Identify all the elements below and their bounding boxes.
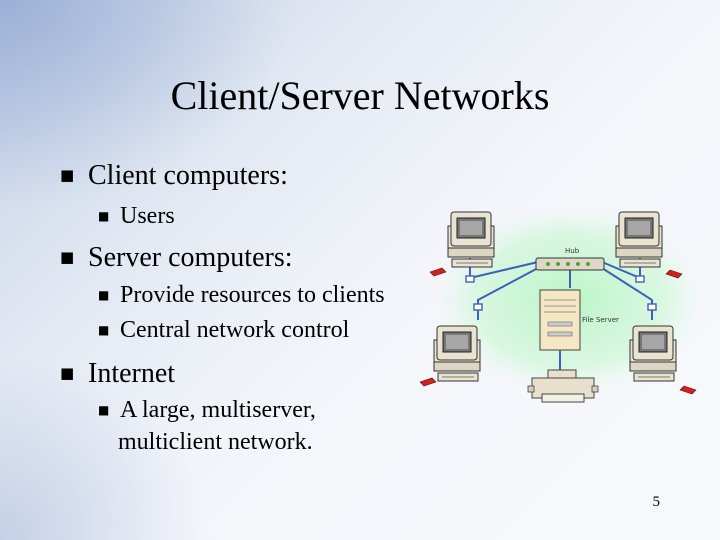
file-server-label: File Server [582, 316, 619, 324]
page-number: 5 [652, 494, 661, 510]
bullet-internet: ■Internet [60, 358, 176, 389]
cable-connectors [465, 275, 657, 311]
bullet-marker-icon: ■ [60, 364, 75, 382]
bullet-client-computers: ■Client computers: [60, 160, 288, 191]
sub-bullet-central-control: ■Central network control [98, 314, 349, 346]
bullet-marker-icon: ■ [98, 323, 110, 337]
sub-bullet-provide-resources: ■Provide resources to clients [98, 279, 385, 311]
printer-icon [527, 369, 599, 403]
slide-title: Client/Server Networks [170, 73, 550, 118]
network-diagram: Hub File Server [420, 205, 705, 403]
sub-bullet-internet-description: ■A large, multiserver, multiclient netwo… [98, 394, 316, 458]
hub-icon [535, 257, 605, 271]
bullet-server-computers: ■Server computers: [60, 242, 293, 273]
mouse-icon [420, 267, 697, 395]
computer-icon [433, 325, 481, 382]
computer-icon [447, 211, 495, 268]
file-server-icon [539, 289, 581, 372]
bullet-marker-icon: ■ [60, 248, 75, 266]
computer-icon [615, 211, 663, 268]
hub-label: Hub [565, 247, 580, 255]
computer-icon [629, 325, 677, 382]
bullet-marker-icon: ■ [98, 209, 110, 223]
bullet-marker-icon: ■ [98, 403, 110, 417]
bullet-marker-icon: ■ [98, 288, 110, 302]
sub-bullet-users: ■Users [98, 200, 175, 232]
bullet-marker-icon: ■ [60, 166, 75, 184]
